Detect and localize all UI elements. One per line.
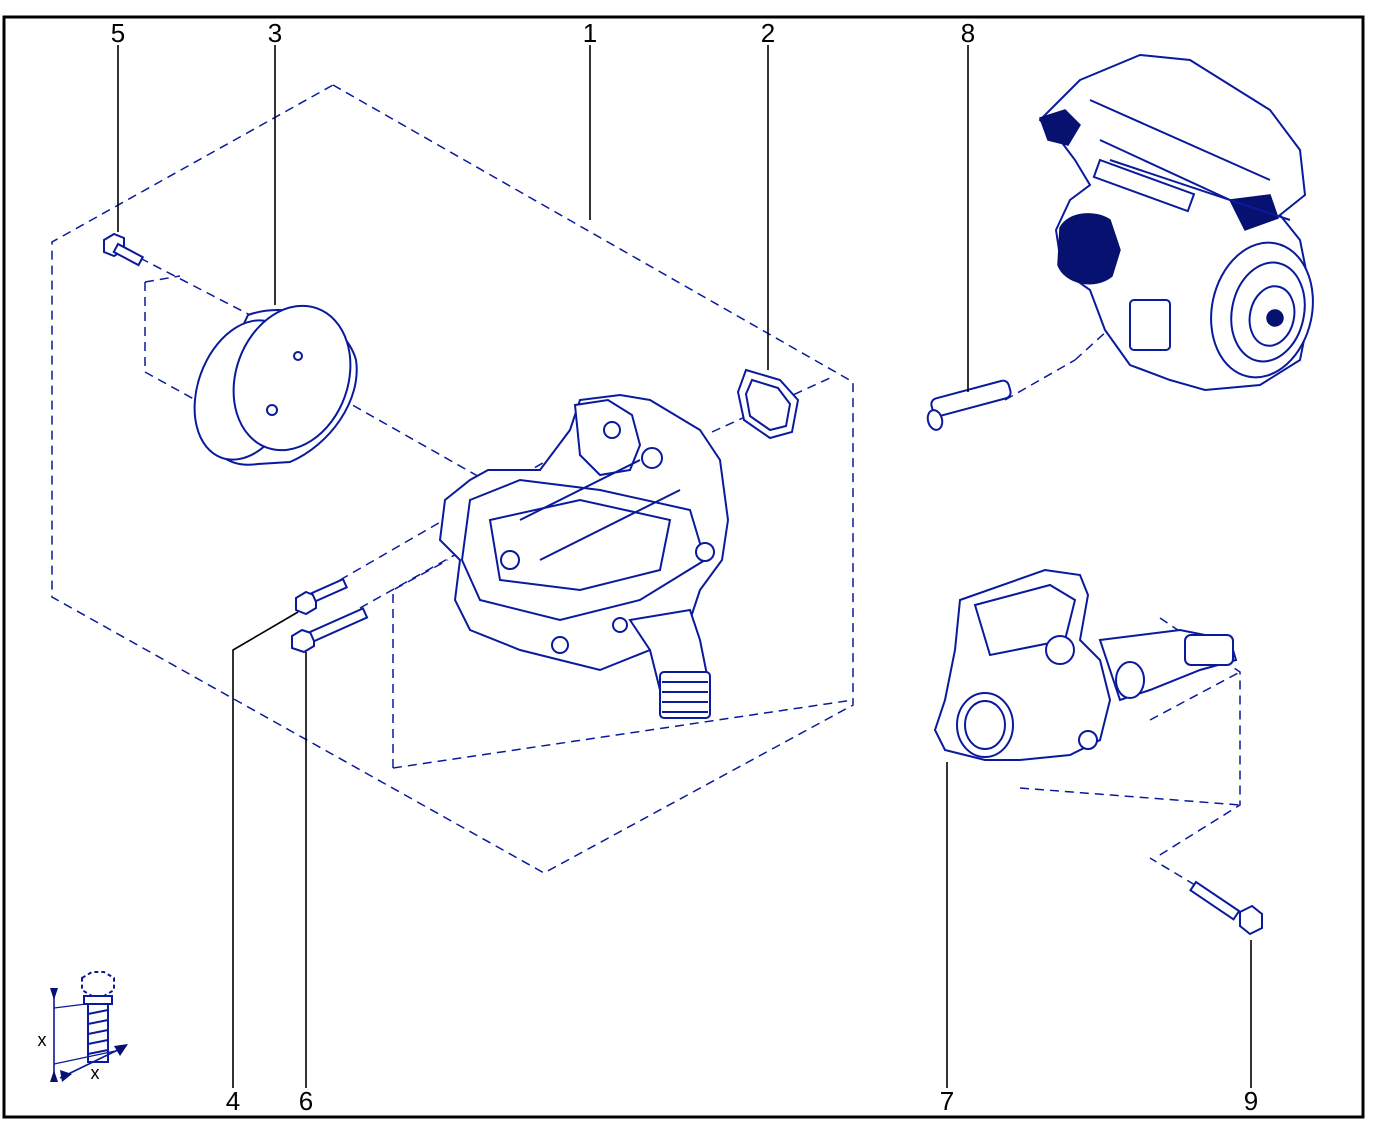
bolt-part-9	[1189, 880, 1263, 936]
diagram-frame	[2, 15, 1365, 1119]
callout-7: 7	[940, 1086, 954, 1116]
thermostat-housing-part-7	[933, 568, 1238, 761]
callout-9: 9	[1244, 1086, 1258, 1116]
legend-label-horizontal: x	[91, 1063, 100, 1083]
bolt-dimension-legend: x x	[38, 971, 128, 1083]
callout-2: 2	[761, 18, 775, 48]
legend-arrow-top	[50, 988, 58, 1000]
bolt-part-6	[291, 607, 369, 654]
water-pump-housing-part-1	[438, 393, 730, 720]
callout-6: 6	[299, 1086, 313, 1116]
callout-numbers: 1 2 3 5 8 4 6 7 9	[111, 18, 1258, 1116]
legend-arrow-left	[60, 1070, 72, 1082]
gasket-part-2	[736, 368, 800, 440]
engine-block-assembly	[1038, 53, 1314, 392]
callout-8: 8	[961, 18, 975, 48]
legend-label-vertical: x	[38, 1030, 47, 1050]
callout-1: 1	[583, 18, 597, 48]
legend-arrow-right	[114, 1044, 128, 1056]
legend-arrow-bottom	[50, 1070, 58, 1082]
bolt-part-5	[103, 232, 145, 267]
callout-4: 4	[226, 1086, 240, 1116]
bolt-part-4	[295, 577, 349, 616]
callout-3: 3	[268, 18, 282, 48]
pulley-part-3	[193, 304, 358, 466]
callout-5: 5	[111, 18, 125, 48]
legend-horizontal-measure	[59, 1045, 127, 1079]
leader-lines	[117, 45, 1252, 1088]
